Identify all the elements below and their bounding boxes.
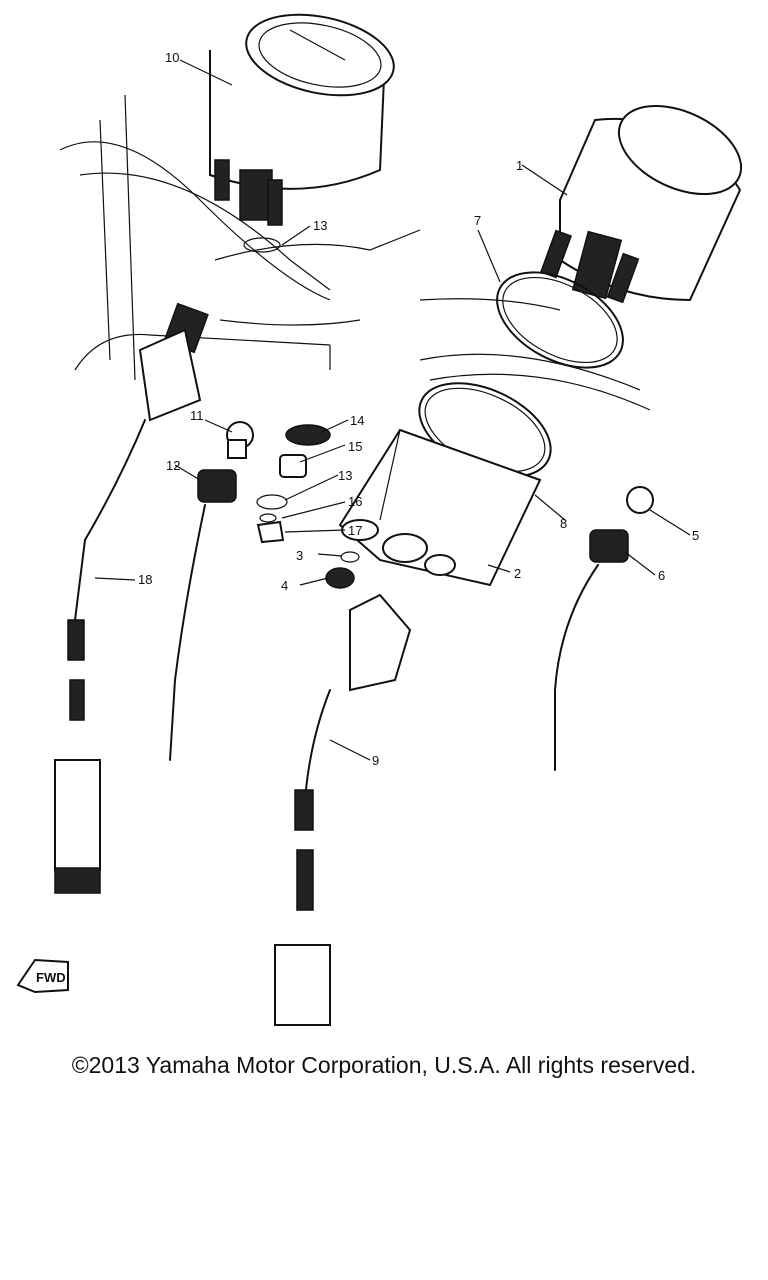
- callout-7: 7: [474, 213, 481, 228]
- callout-13-upper: 13: [313, 218, 327, 233]
- callout-13-lower: 13: [338, 468, 352, 483]
- speedo-cable: [274, 593, 412, 1026]
- callout-17: 17: [348, 523, 362, 538]
- fwd-arrow-icon: FWD: [16, 958, 69, 994]
- gauge-rings: [418, 271, 624, 478]
- callout-14: 14: [350, 413, 364, 428]
- copyright-notice: ©2013 Yamaha Motor Corporation, U.S.A. A…: [71, 1052, 697, 1078]
- callout-12: 12: [166, 458, 180, 473]
- small-parts: [243, 237, 360, 589]
- leader-lines: [94, 59, 691, 761]
- callout-4: 4: [281, 578, 288, 593]
- callout-3: 3: [296, 548, 303, 563]
- gauge-housing: [338, 428, 542, 587]
- callout-9: 9: [372, 753, 379, 768]
- callout-1: 1: [516, 158, 523, 173]
- callout-11: 11: [190, 408, 204, 423]
- callout-8: 8: [560, 516, 567, 531]
- gauge-speedometer: [539, 104, 743, 304]
- parts-exploded-diagram: 1 2 3 4 5 6 7 8 9 10 11 12 13 13 14 15 1…: [16, 13, 743, 1026]
- fwd-badge-label: FWD: [36, 970, 66, 985]
- callout-5: 5: [692, 528, 699, 543]
- tach-cable: [54, 302, 209, 894]
- callout-10: 10: [165, 50, 179, 65]
- lamp-assembly-left: [169, 421, 254, 761]
- callout-labels: 1 2 3 4 5 6 7 8 9 10 11 12 13 13 14 15 1…: [138, 50, 699, 768]
- callout-15: 15: [348, 439, 362, 454]
- gauge-tachometer: [209, 13, 395, 226]
- callout-18: 18: [138, 572, 152, 587]
- callout-6: 6: [658, 568, 665, 583]
- callout-2: 2: [514, 566, 521, 581]
- lamp-assembly-right: [554, 486, 654, 771]
- callout-16: 16: [348, 494, 362, 509]
